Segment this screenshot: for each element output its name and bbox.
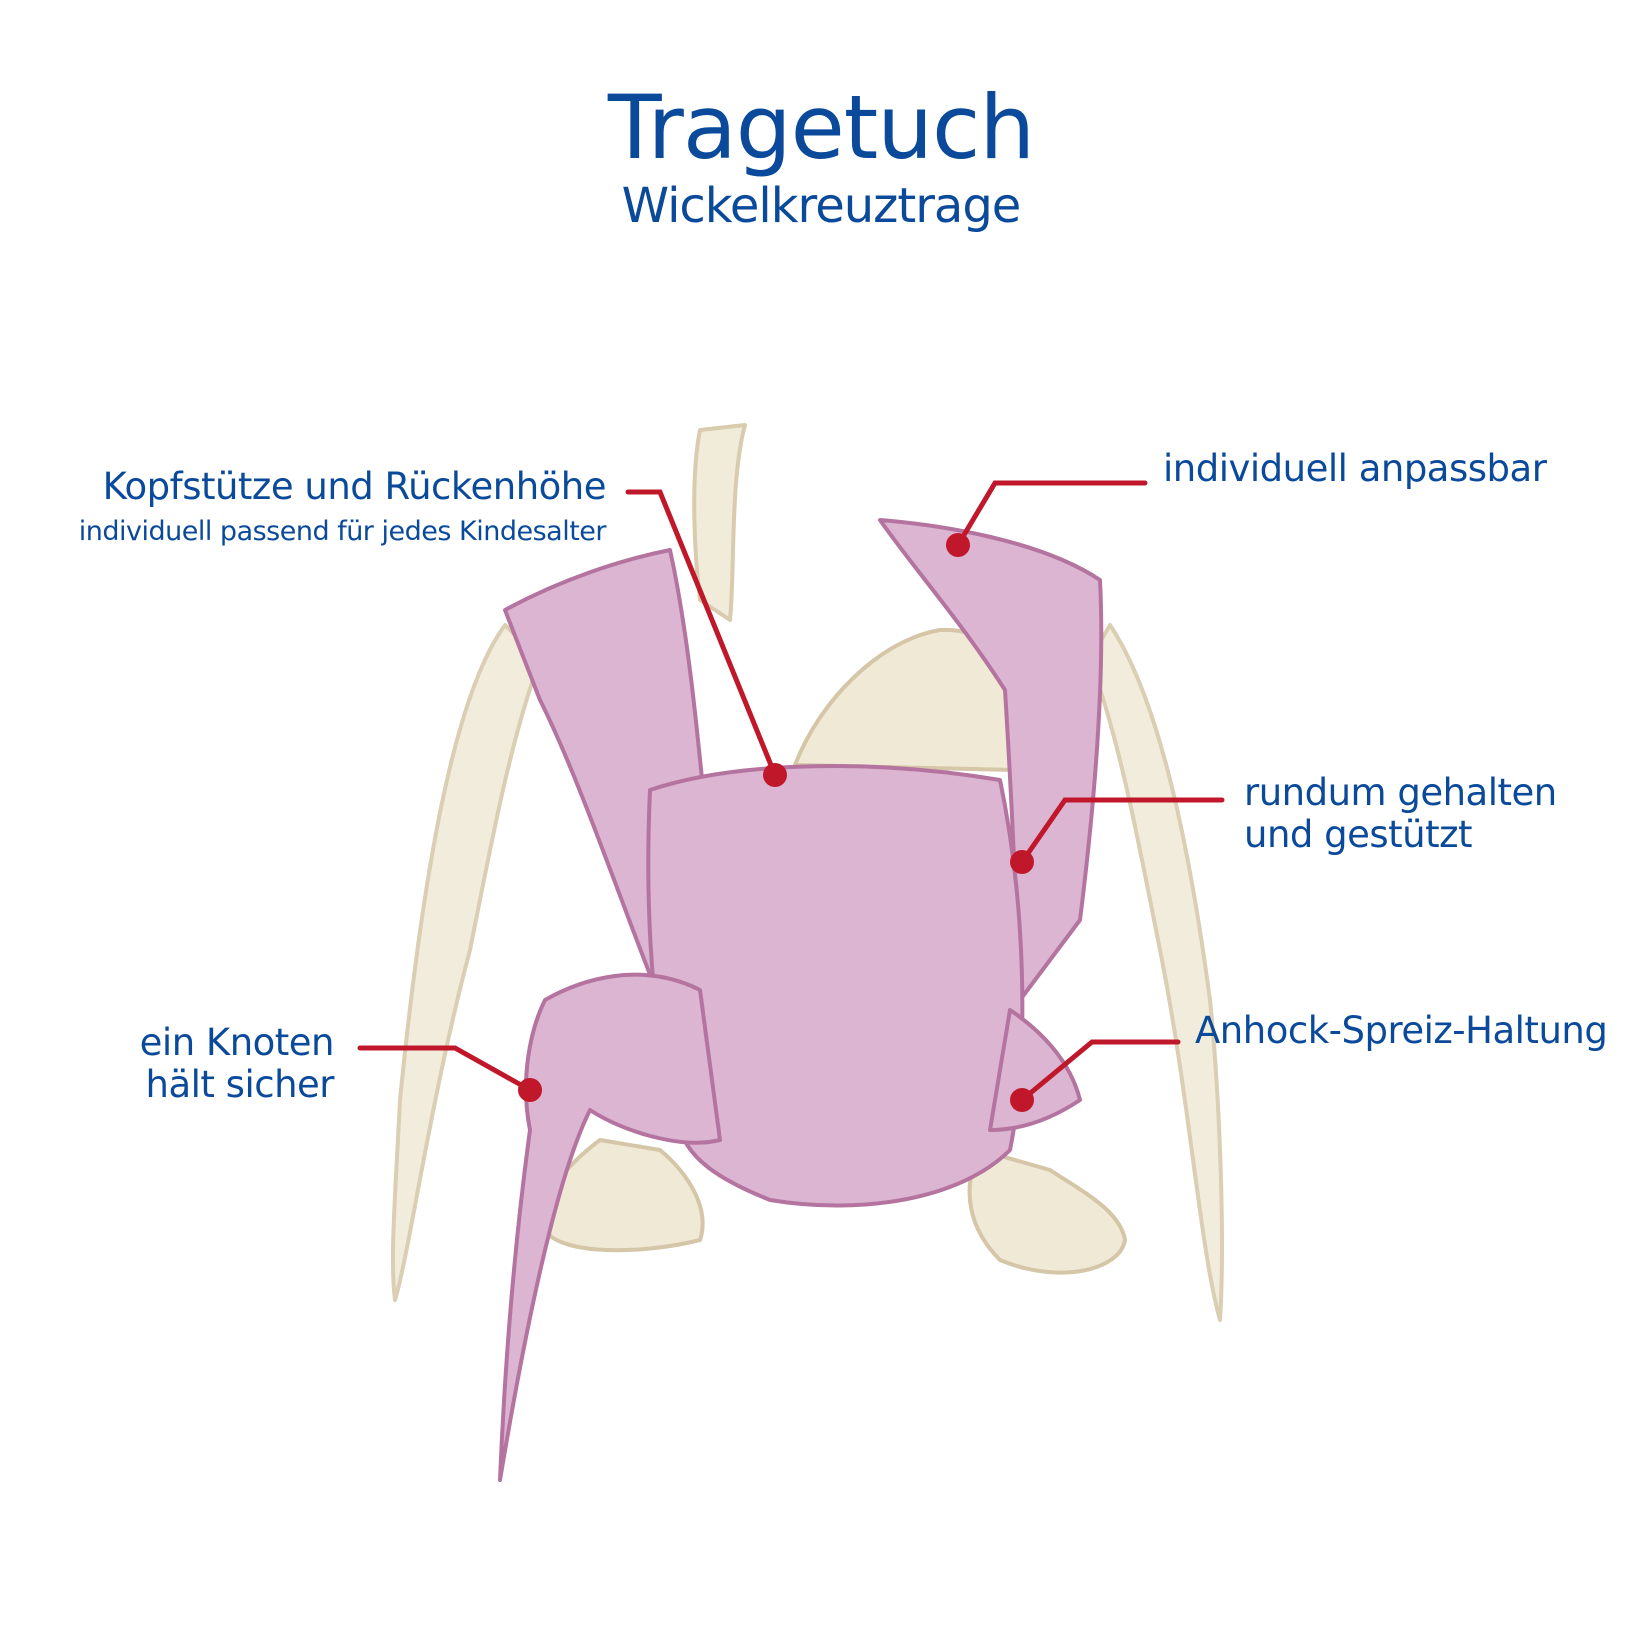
label-held-line2: und gestützt [1244, 813, 1473, 856]
label-adjustable: individuell anpassbar [1163, 447, 1547, 490]
callout-dot-position [1010, 1088, 1034, 1112]
callout-line-held [1019, 797, 1225, 865]
callout-dot-held [1010, 850, 1034, 874]
label-headrest-sub: individuell passend für jedes Kindesalte… [78, 516, 607, 547]
callout-dot-adjustable [946, 533, 970, 557]
label-knot-line2: hält sicher [145, 1063, 335, 1106]
title: Tragetuch [607, 76, 1035, 179]
callout-line-knot [357, 1045, 533, 1093]
label-headrest-title: Kopfstütze und Rückenhöhe [102, 465, 607, 508]
callout-dot-headrest [763, 763, 787, 787]
label-held-line1: rundum gehalten [1244, 771, 1557, 814]
callout-line-headrest [625, 489, 778, 778]
label-position: Anhock-Spreiz-Haltung [1195, 1009, 1608, 1052]
callout-line-adjustable [955, 480, 1148, 548]
label-knot-line1: ein Knoten [139, 1021, 335, 1064]
callout-dots [518, 533, 1034, 1112]
callout-line-position [1019, 1039, 1181, 1103]
wrap-fabric [498, 518, 1104, 1482]
subtitle: Wickelkreuztrage [621, 178, 1022, 234]
adult-body [390, 423, 1224, 1322]
callout-lines [357, 480, 1225, 1103]
callout-dot-knot [518, 1078, 542, 1102]
